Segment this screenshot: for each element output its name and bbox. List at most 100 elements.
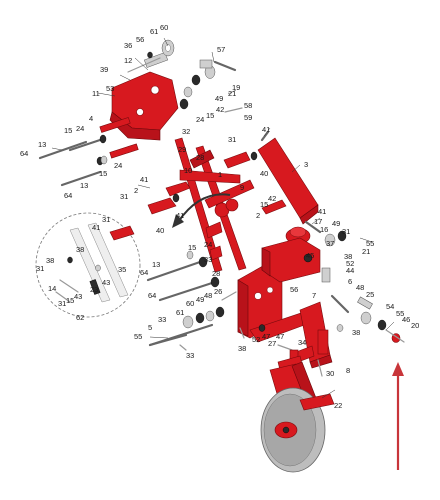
detail-circle xyxy=(35,212,141,318)
callout-45: 45 xyxy=(306,251,314,260)
callout-23: 23 xyxy=(90,285,98,294)
callout-57: 57 xyxy=(217,45,225,54)
callout-28: 28 xyxy=(196,153,204,162)
callout-20: 20 xyxy=(411,321,419,330)
callout-11: 11 xyxy=(92,89,100,98)
callout-56: 56 xyxy=(290,285,298,294)
callout-64: 64 xyxy=(148,291,156,300)
callout-36: 36 xyxy=(124,41,132,50)
leader-lines xyxy=(51,37,395,399)
callout-2: 2 xyxy=(134,186,138,195)
callout-40: 40 xyxy=(156,226,164,235)
callout-15: 15 xyxy=(206,111,214,120)
callout-24: 24 xyxy=(196,115,204,124)
callout-61: 61 xyxy=(176,308,184,317)
callout-1: 1 xyxy=(218,170,222,179)
callout-52: 52 xyxy=(346,259,354,268)
callout-13: 13 xyxy=(38,140,46,149)
callout-15: 15 xyxy=(99,169,107,178)
callout-60: 60 xyxy=(186,299,194,308)
curved-arrow xyxy=(172,193,231,228)
callout-5: 5 xyxy=(148,323,152,332)
callout-38: 38 xyxy=(352,328,360,337)
callout-62: 62 xyxy=(76,313,84,322)
disc-wheel xyxy=(260,361,335,473)
upper-left-pins xyxy=(38,117,139,187)
callout-22: 22 xyxy=(334,401,342,410)
callout-24: 24 xyxy=(204,240,212,249)
callout-6: 6 xyxy=(348,277,352,286)
callout-7: 7 xyxy=(312,291,316,300)
callout-15: 15 xyxy=(66,296,74,305)
callout-labels: 60 61 36 56 57 39 12 19 53 11 49 21 42 1… xyxy=(20,23,419,410)
right-axle-parts xyxy=(330,294,405,343)
callout-38: 38 xyxy=(76,245,84,254)
callout-27: 27 xyxy=(268,339,276,348)
callout-38: 38 xyxy=(238,344,246,353)
callout-60: 60 xyxy=(160,23,168,32)
callout-14: 14 xyxy=(48,284,56,293)
callout-64: 64 xyxy=(20,149,28,158)
callout-54: 54 xyxy=(386,302,394,311)
callout-52: 52 xyxy=(252,335,260,344)
callout-43: 43 xyxy=(74,292,82,301)
callout-46: 46 xyxy=(402,315,410,324)
callout-31: 31 xyxy=(58,299,66,308)
callout-48: 48 xyxy=(204,291,212,300)
callout-21: 21 xyxy=(362,247,370,256)
callout-13: 13 xyxy=(152,260,160,269)
callout-43: 43 xyxy=(102,278,110,287)
callout-39: 39 xyxy=(100,65,108,74)
callout-64: 64 xyxy=(140,268,148,277)
callout-41: 41 xyxy=(262,125,270,134)
callout-10: 10 xyxy=(184,166,192,175)
callout-56: 56 xyxy=(136,35,144,44)
callout-2: 2 xyxy=(256,211,260,220)
bottom-small-parts xyxy=(239,324,344,351)
callout-37: 37 xyxy=(326,239,334,248)
callout-55: 55 xyxy=(134,332,142,341)
callout-15: 15 xyxy=(64,126,72,135)
bottom-left-bolt xyxy=(148,333,188,351)
callout-41: 41 xyxy=(140,175,148,184)
mid-left-bolts xyxy=(146,250,220,302)
mid-washer-row xyxy=(148,291,237,347)
callout-42: 42 xyxy=(268,194,276,203)
callout-38: 38 xyxy=(344,252,352,261)
gauge-head-assembly xyxy=(261,220,347,283)
callout-38: 38 xyxy=(46,256,54,265)
callout-33: 33 xyxy=(158,315,166,324)
callout-15: 15 xyxy=(188,243,196,252)
callout-16: 16 xyxy=(320,225,328,234)
callout-30: 30 xyxy=(326,369,334,378)
callout-31: 31 xyxy=(120,192,128,201)
callout-35: 35 xyxy=(118,265,126,274)
callout-58: 58 xyxy=(244,101,252,110)
callout-12: 12 xyxy=(124,56,132,65)
callout-31: 31 xyxy=(228,135,236,144)
depth-bar-part-3 xyxy=(257,130,319,225)
callout-28: 28 xyxy=(212,269,220,278)
callout-33: 33 xyxy=(204,255,212,264)
pointer-arrow xyxy=(392,362,404,470)
callout-41: 41 xyxy=(318,207,326,216)
lever-parts xyxy=(147,151,287,215)
callout-40: 40 xyxy=(260,169,268,178)
callout-64: 64 xyxy=(64,191,72,200)
callout-59: 59 xyxy=(244,113,252,122)
callout-41: 41 xyxy=(92,223,100,232)
callout-49: 49 xyxy=(332,219,340,228)
top-bracket-assembly xyxy=(109,52,179,141)
callout-53: 53 xyxy=(106,84,114,93)
callout-49: 49 xyxy=(215,94,223,103)
callout-4: 4 xyxy=(89,114,93,123)
callout-33: 33 xyxy=(186,351,194,360)
callout-25: 25 xyxy=(366,290,374,299)
callout-26: 26 xyxy=(214,287,222,296)
callout-9: 9 xyxy=(240,183,244,192)
callout-21: 21 xyxy=(228,89,236,98)
callout-47: 47 xyxy=(262,332,270,341)
callout-48: 48 xyxy=(356,283,364,292)
callout-41: 41 xyxy=(176,211,184,220)
